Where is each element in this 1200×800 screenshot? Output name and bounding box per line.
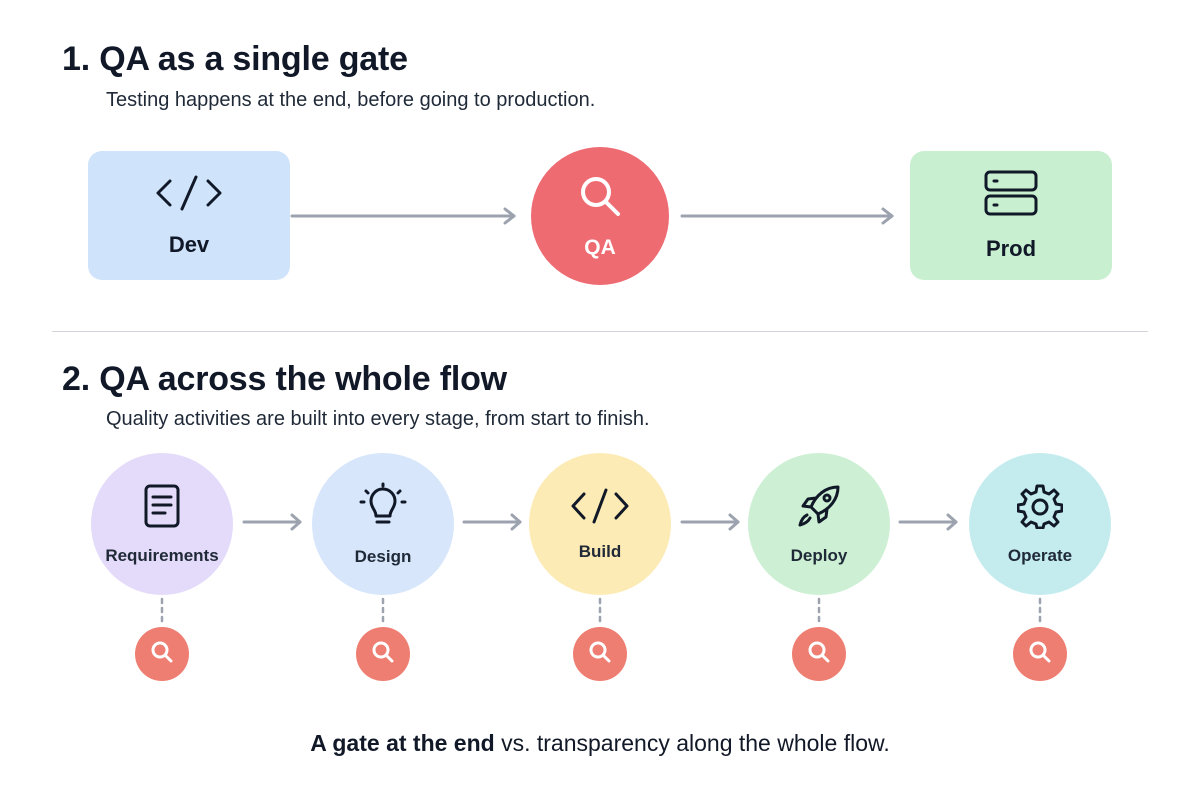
qa-check-operate: [1013, 627, 1067, 681]
arrow-qa-to-prod: [680, 207, 894, 225]
server-icon: [982, 169, 1040, 222]
arrow-stage-2: [462, 513, 522, 531]
dashed-connector: [160, 597, 164, 627]
arrow-stage-3: [680, 513, 740, 531]
search-icon: [370, 639, 396, 670]
stage-label: Requirements: [105, 545, 219, 565]
dashed-connector: [817, 597, 821, 627]
stage-build: Build: [529, 453, 671, 595]
search-icon: [577, 173, 623, 224]
dashed-connector: [381, 597, 385, 627]
stage-label: Build: [578, 541, 622, 561]
document-icon: [141, 483, 183, 534]
section2-title: 2. QA across the whole flow: [62, 360, 507, 398]
qa-check-deploy: [792, 627, 846, 681]
arrow-stage-1: [242, 513, 302, 531]
stage-label: Deploy: [790, 545, 848, 565]
dev-node: Dev: [88, 151, 290, 280]
qa-check-requirements: [135, 627, 189, 681]
section2-subtitle: Quality activities are built into every …: [106, 408, 650, 430]
search-icon: [1027, 639, 1053, 670]
arrow-stage-4: [898, 513, 958, 531]
section-divider: [52, 331, 1148, 332]
dashed-connector: [598, 597, 602, 627]
qa-check-build: [573, 627, 627, 681]
prod-node: Prod: [910, 151, 1112, 280]
stage-label: Operate: [1007, 545, 1073, 565]
qa-label: QA: [584, 235, 616, 259]
stage-requirements: Requirements: [91, 453, 233, 595]
footer-rest: vs. transparency along the whole flow.: [494, 730, 890, 756]
footer-caption: A gate at the end vs. transparency along…: [0, 730, 1200, 757]
arrow-dev-to-qa: [290, 207, 516, 225]
qa-gate-node: QA: [531, 147, 669, 285]
qa-check-design: [356, 627, 410, 681]
section1-subtitle: Testing happens at the end, before going…: [106, 89, 596, 111]
code-icon: [570, 487, 630, 530]
dev-label: Dev: [168, 232, 210, 257]
stage-deploy: Deploy: [748, 453, 890, 595]
footer-bold: A gate at the end: [310, 730, 495, 756]
section1-title: 1. QA as a single gate: [62, 40, 408, 78]
search-icon: [806, 639, 832, 670]
lightbulb-icon: [358, 482, 408, 535]
search-icon: [149, 639, 175, 670]
dashed-connector: [1038, 597, 1042, 627]
code-icon: [154, 173, 224, 218]
rocket-icon: [796, 483, 842, 534]
stage-label: Design: [354, 546, 412, 566]
search-icon: [587, 639, 613, 670]
prod-label: Prod: [985, 236, 1037, 261]
stage-design: Design: [312, 453, 454, 595]
stage-operate: Operate: [969, 453, 1111, 595]
gear-icon: [1016, 483, 1064, 534]
